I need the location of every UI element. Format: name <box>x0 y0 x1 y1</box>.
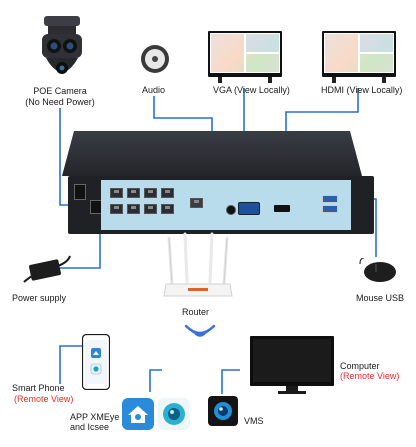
usb-port-1 <box>322 195 338 203</box>
phone-wire <box>59 345 90 384</box>
mouse-usb-label: Mouse USB <box>356 293 405 303</box>
smart-phone-label: Smart Phone <box>12 383 65 393</box>
smartphone-icon <box>81 333 111 391</box>
poe-port-7 <box>144 204 157 214</box>
power-adapter-icon <box>22 254 72 284</box>
poe-port-1 <box>110 188 123 198</box>
router-label: Router <box>182 307 210 317</box>
power-switch <box>74 184 86 200</box>
vga-label: VGA (View Locally) <box>213 85 290 95</box>
poe-port-3 <box>144 188 157 198</box>
hdmi-port <box>274 205 290 212</box>
poe-port-2 <box>127 188 140 198</box>
vms-wire <box>221 369 240 394</box>
poe-port-4 <box>161 188 174 198</box>
computer-monitor-icon <box>250 336 334 396</box>
poe-port-6 <box>127 204 140 214</box>
hdmi-monitor-stand-right <box>382 77 386 83</box>
hdmi-monitor-stand-left <box>332 77 336 83</box>
wifi-signal-icon <box>180 322 220 344</box>
poe-camera-icon <box>38 12 86 84</box>
poe-camera-title: POE Camera <box>33 86 87 96</box>
vms-label: VMS <box>244 416 264 426</box>
poe-port-5 <box>110 204 123 214</box>
poe-camera-note: (No Need Power) <box>25 97 95 107</box>
computer-label: Computer <box>340 361 380 371</box>
hdmi-monitor-icon <box>322 31 396 77</box>
nvr-top-cover <box>62 131 362 176</box>
lan-port <box>190 198 203 208</box>
power-supply-label: Power supply <box>12 293 67 303</box>
computer-remote-label: (Remote View) <box>340 371 400 381</box>
vga-port <box>238 202 260 215</box>
usb-port-2 <box>322 205 338 213</box>
vga-monitor-stand-right <box>268 77 272 83</box>
vga-monitor-icon <box>208 31 282 77</box>
app-label-line2: and Icsee <box>70 422 110 432</box>
vms-app-icon <box>208 396 238 426</box>
router-icon <box>160 232 236 304</box>
audio-label: Audio <box>142 85 166 95</box>
poe-port-8 <box>161 204 174 214</box>
app-camera-lens-icon <box>158 398 190 430</box>
vga-monitor-stand-left <box>218 77 222 83</box>
nvr-port-panel <box>101 180 351 230</box>
hdmi-label: HDMI (View Locally) <box>321 85 403 95</box>
smart-phone-remote-label: (Remote View) <box>14 394 74 404</box>
poe-camera-label: POE Camera (No Need Power) <box>20 86 100 108</box>
audio-microphone-icon <box>140 44 170 74</box>
audio-jack <box>226 205 236 215</box>
app-house-icon <box>122 398 154 430</box>
app-label-line1: APP XMEye <box>70 412 120 422</box>
mouse-icon <box>358 257 398 284</box>
app-wire <box>149 369 162 392</box>
